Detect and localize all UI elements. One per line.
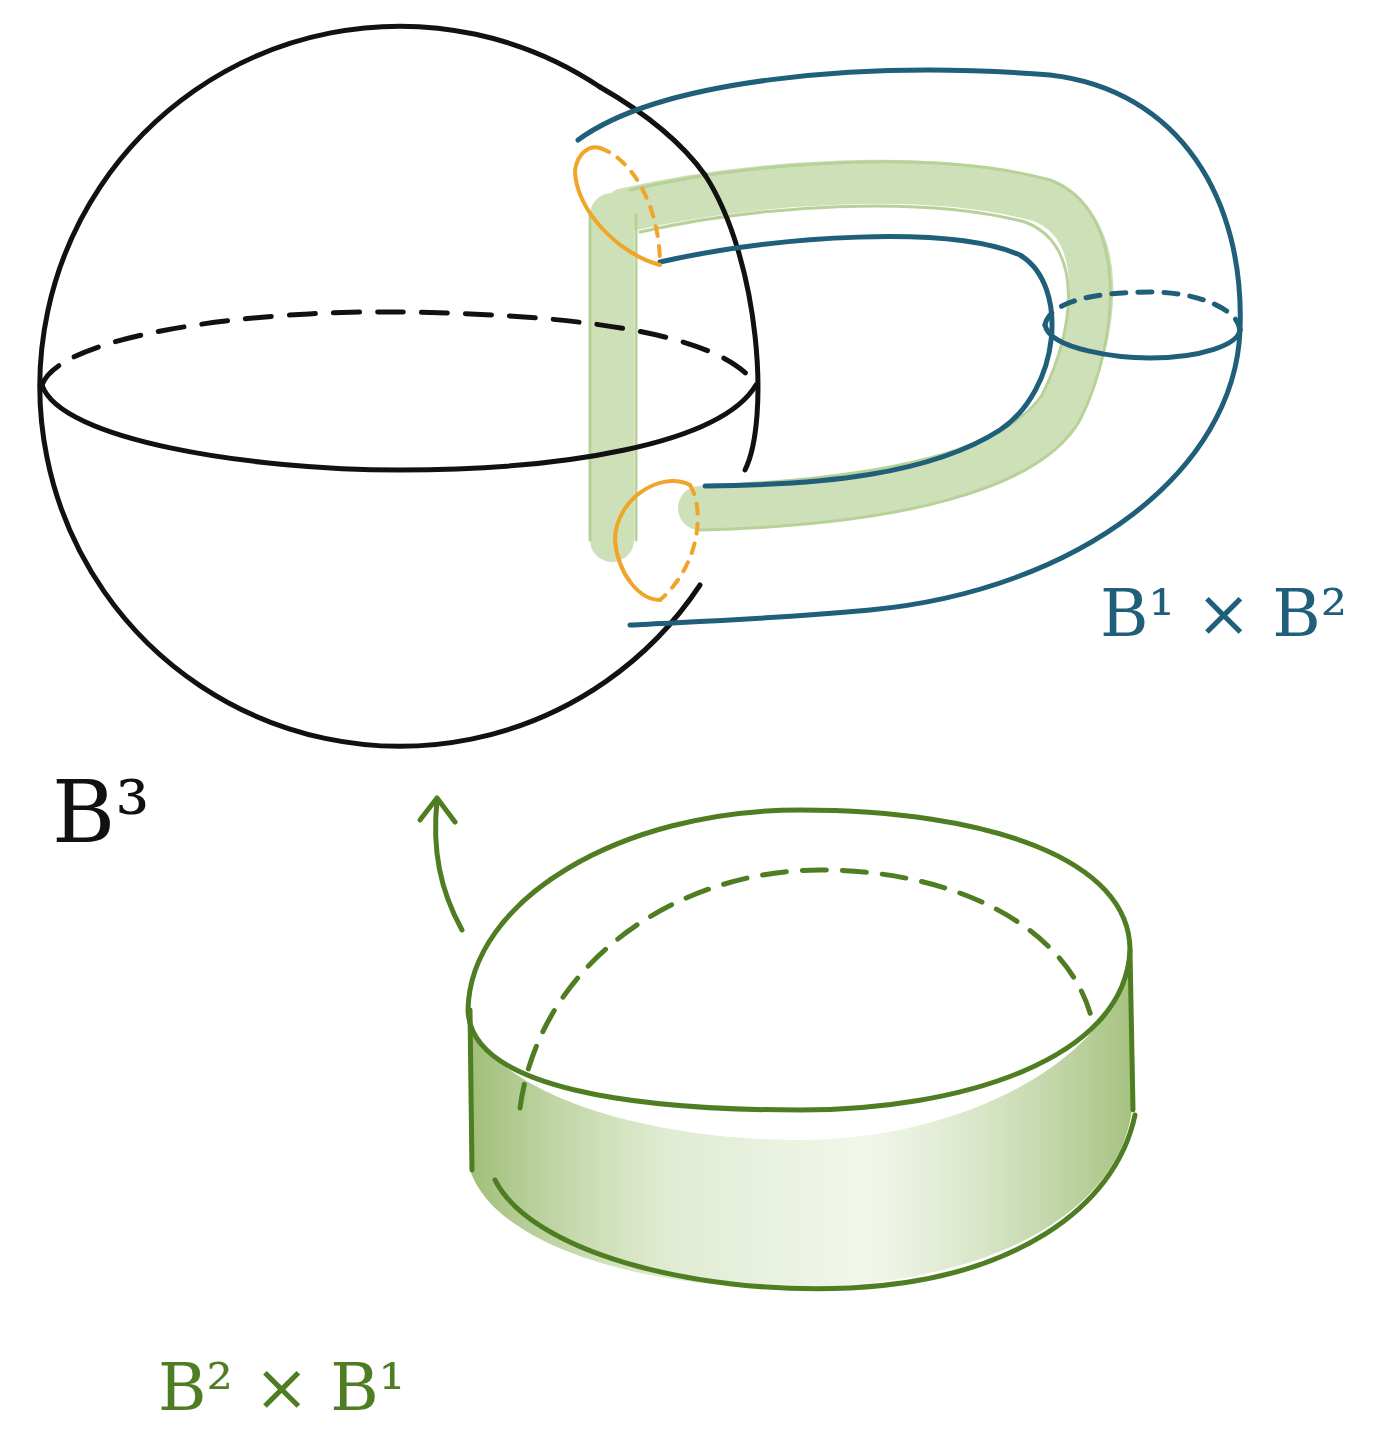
one-handle-label: B¹ × B² bbox=[1100, 578, 1347, 651]
two-handle bbox=[468, 810, 1135, 1289]
two-handle-label: B² × B¹ bbox=[158, 1352, 405, 1425]
attach-arrow bbox=[420, 798, 462, 930]
one-handle bbox=[578, 70, 1240, 625]
ball-label: B³ bbox=[52, 765, 150, 860]
ball-outline bbox=[40, 26, 758, 746]
attaching-disc bbox=[575, 147, 698, 600]
